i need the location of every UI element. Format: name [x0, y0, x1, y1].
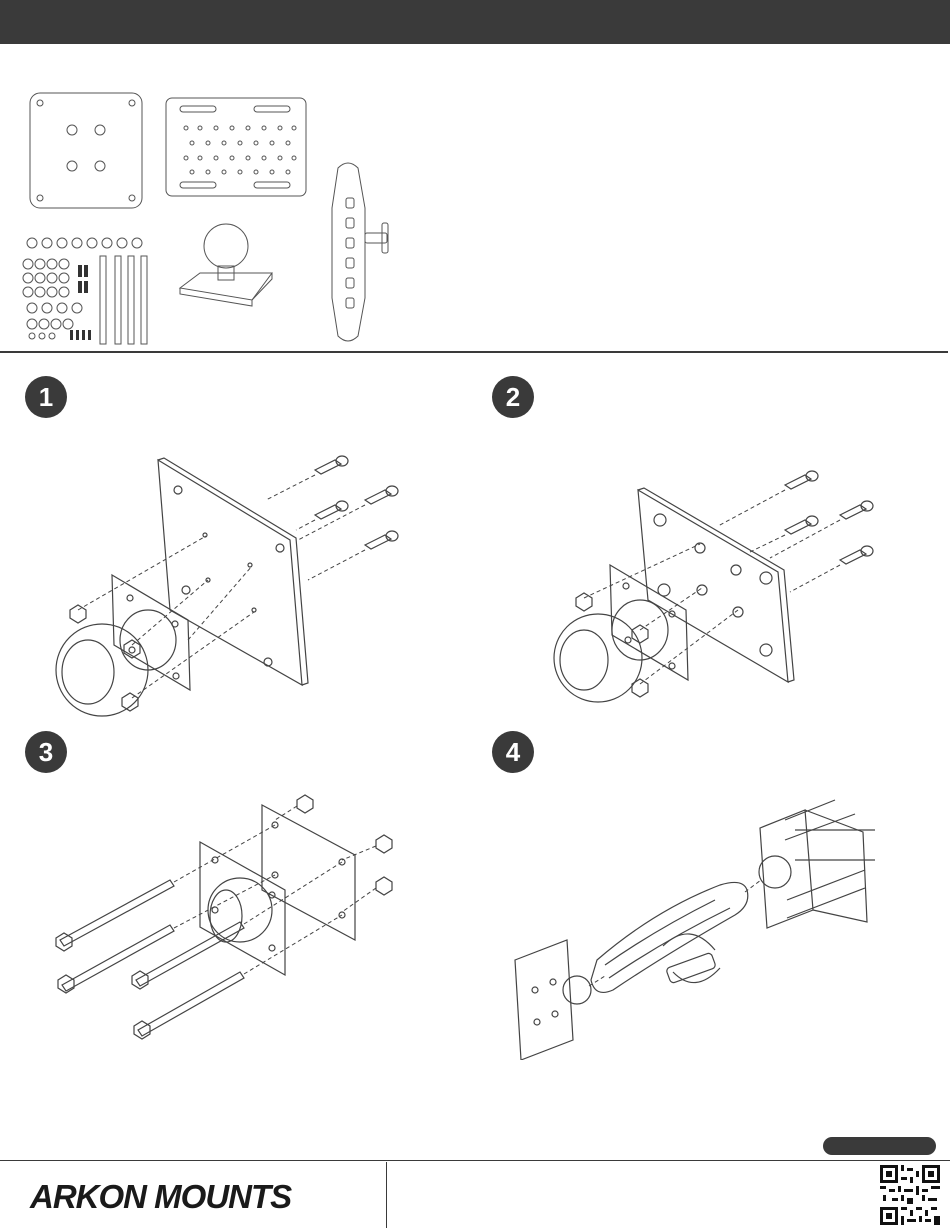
- part-number-pill: [823, 1137, 936, 1155]
- section-divider: [0, 351, 948, 353]
- footer-separator: [386, 1162, 387, 1228]
- qr-code-icon: [880, 1165, 940, 1225]
- step-2-badge: 2: [492, 376, 534, 418]
- step-2-illustration: [540, 460, 900, 710]
- parts-overview: [20, 88, 390, 350]
- arkon-mounts-logo: ARKON MOUNTS: [30, 1178, 291, 1216]
- header-bar: [0, 0, 950, 44]
- step-1-illustration: [40, 440, 420, 720]
- step-4-badge: 4: [492, 731, 534, 773]
- step-3-illustration: [50, 780, 420, 1050]
- step-4-illustration: [505, 790, 890, 1060]
- step-1-badge: 1: [25, 376, 67, 418]
- step-3-badge: 3: [25, 731, 67, 773]
- footer-rule: [0, 1160, 950, 1161]
